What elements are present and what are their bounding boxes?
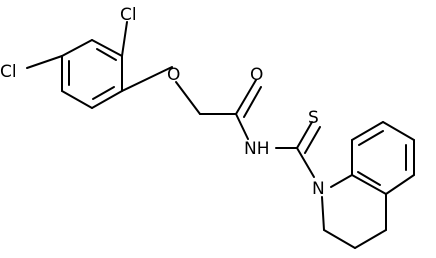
ring-nitrogen-label: N [312,179,325,199]
bond [92,86,115,100]
bond [61,39,93,57]
bond [382,121,415,141]
chlorine-top-label: Cl [120,5,137,25]
carbonyl-oxygen-label: O [250,65,263,85]
atom-labels: Cl Cl O O NH S N [0,5,325,199]
bond [358,130,384,146]
bond [121,21,128,57]
bond [321,196,325,231]
bond [323,229,356,249]
ether-oxygen-label: O [167,65,180,85]
bond [354,229,387,249]
bond [330,174,353,188]
bond [296,147,315,178]
bond [121,66,173,92]
chlorine-left-label: Cl [0,62,17,82]
bond [235,79,257,115]
bond [96,48,117,61]
amide-nh-label: NH [244,139,270,159]
bond [351,174,387,195]
bond [357,171,381,186]
bond [296,121,313,149]
bond [385,174,415,195]
bond [26,55,63,69]
bond [304,126,321,154]
bond [243,86,262,118]
bond [235,113,249,140]
bond [175,81,201,115]
bonds [26,21,415,249]
sulfur-label: S [308,108,319,128]
bond [91,39,123,57]
bond [351,121,384,141]
bond [61,90,93,109]
bond [91,90,123,109]
